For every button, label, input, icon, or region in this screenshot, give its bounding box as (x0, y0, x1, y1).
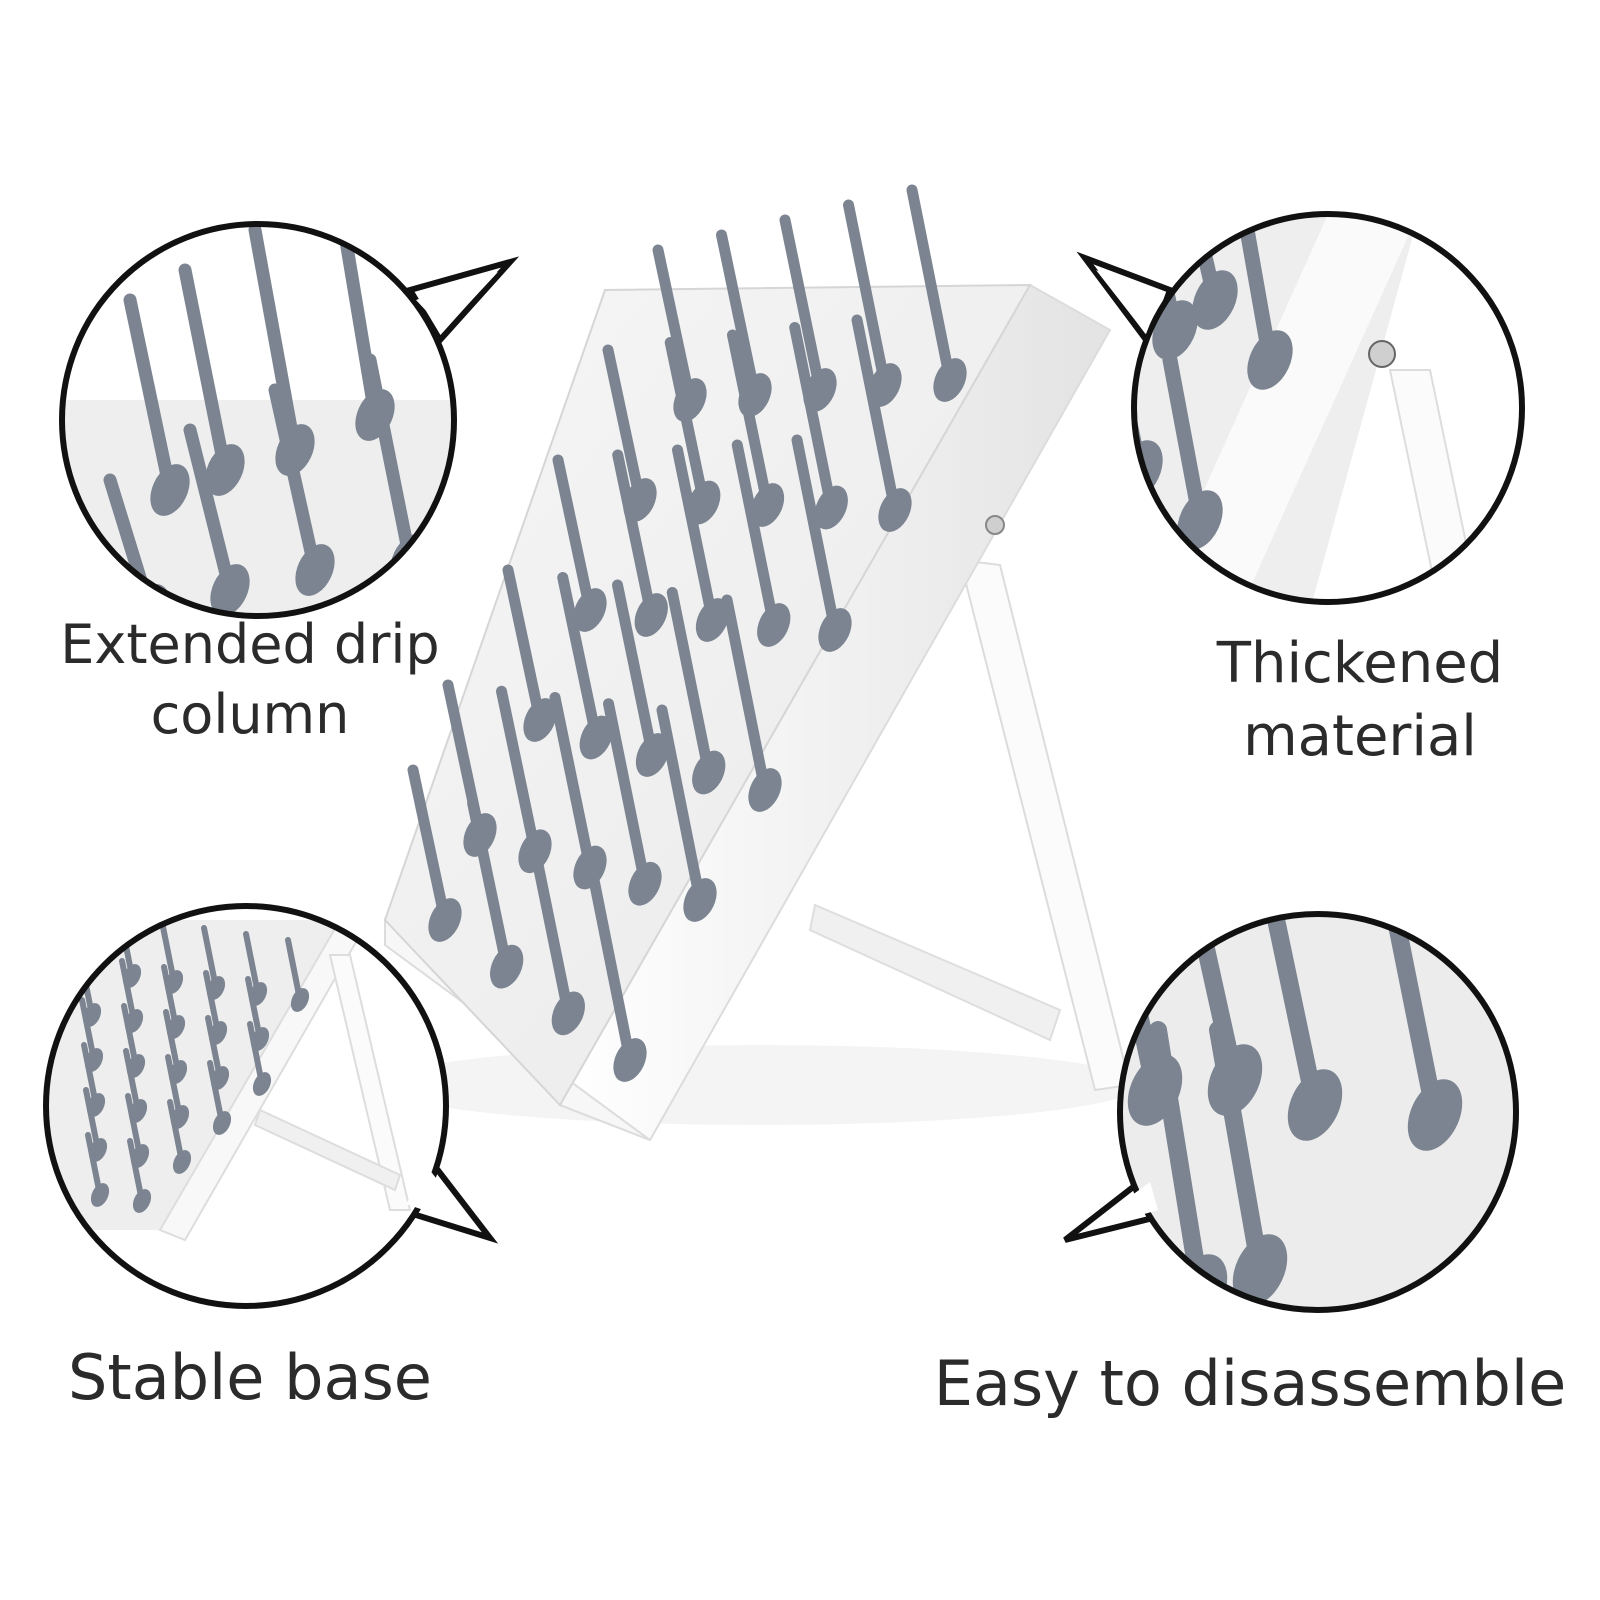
peg (502, 564, 557, 742)
screw-icon (985, 515, 1005, 535)
screw-icon (1368, 340, 1396, 368)
peg (285, 937, 310, 1012)
peg (1209, 1021, 1288, 1306)
callout-stable-base-bubble (43, 903, 499, 1309)
peg (1264, 914, 1343, 1141)
peg (721, 594, 782, 812)
peg (1162, 352, 1223, 550)
peg (727, 329, 785, 527)
callout-thickened-material-bubble (1076, 211, 1525, 605)
peg (791, 434, 852, 652)
label-easy-to-disassemble: Easy to disassemble (930, 1344, 1570, 1425)
peg (178, 263, 245, 496)
label-line: column (150, 683, 350, 747)
zoom-pegs (75, 907, 310, 1213)
peg (1384, 914, 1463, 1151)
cross-bar (808, 903, 1062, 1042)
peg (586, 864, 647, 1082)
peg (603, 698, 662, 906)
label-thickened-material: Thickened material (1150, 628, 1570, 774)
floor-shadow (380, 1045, 1140, 1125)
peg (526, 831, 585, 1036)
peg (123, 293, 190, 516)
peg (612, 579, 670, 777)
peg (851, 314, 912, 532)
peg (789, 322, 848, 530)
peg (467, 797, 524, 989)
peg (167, 1099, 192, 1174)
peg (268, 383, 335, 596)
label-line: material (1243, 703, 1477, 769)
peg (612, 449, 668, 637)
peg (552, 454, 607, 632)
peg (127, 1138, 152, 1213)
peg (183, 423, 250, 616)
peg (207, 1060, 232, 1135)
callout-drip-column-bubble (59, 221, 520, 619)
drying-rack (380, 184, 1140, 1142)
label-line: Extended drip (60, 613, 440, 676)
callout-easy-disassemble-bubble (1063, 911, 1519, 1313)
label-line: Thickened (1216, 631, 1504, 696)
label-stable-base: Stable base (40, 1338, 460, 1419)
peg (557, 572, 613, 760)
peg-grid (407, 184, 967, 1082)
peg (666, 587, 726, 795)
peg (672, 444, 730, 642)
peg (906, 184, 967, 402)
peg (85, 1132, 110, 1207)
peg (731, 439, 791, 647)
label-line: Stable base (68, 1341, 432, 1414)
peg (656, 704, 717, 922)
label-extended-drip-column: Extended drip column (40, 610, 460, 750)
label-line: Easy to disassemble (933, 1347, 1567, 1420)
peg (247, 1021, 272, 1096)
peg (407, 764, 462, 942)
